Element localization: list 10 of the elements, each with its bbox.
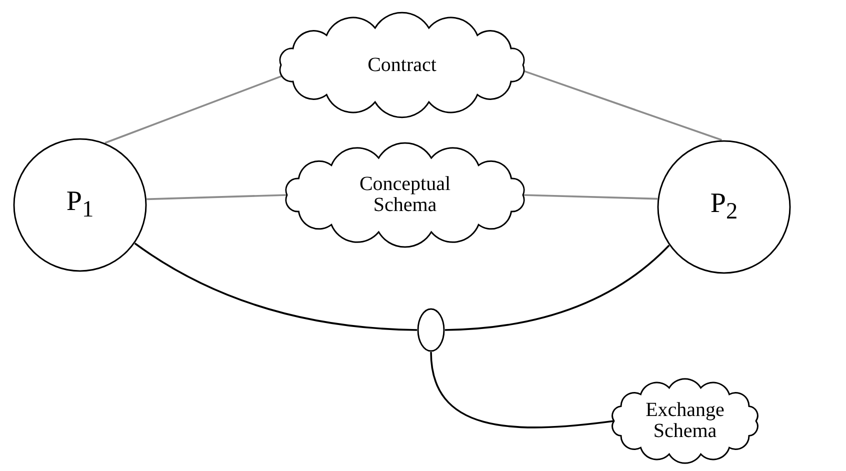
connector-line xyxy=(146,194,288,200)
connector-line xyxy=(134,242,418,331)
node-label: P$_{1}$ xyxy=(66,186,94,224)
node-label: Contract xyxy=(368,54,436,76)
node-label: P$_{2}$ xyxy=(710,188,738,226)
connector-line xyxy=(444,244,670,331)
node-label: Exchange Schema xyxy=(645,400,725,442)
connector-line xyxy=(430,352,614,428)
node-label: Conceptual Schema xyxy=(358,174,452,216)
connector-line xyxy=(522,194,658,200)
